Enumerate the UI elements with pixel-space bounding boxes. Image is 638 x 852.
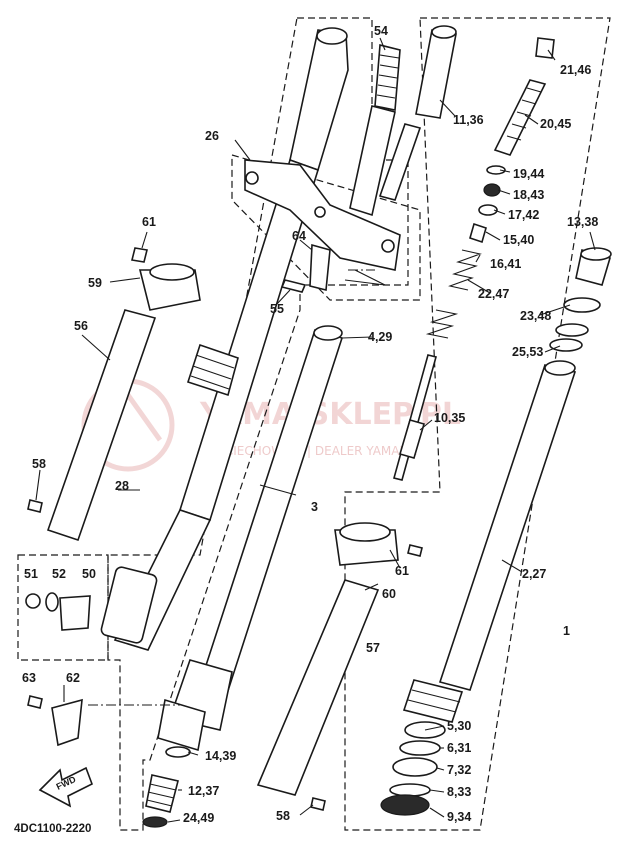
label-10-35: 10,35 [434, 411, 465, 425]
label-18-43: 18,43 [513, 188, 544, 202]
label-15-40: 15,40 [503, 233, 534, 247]
small-parts-stack [469, 165, 506, 244]
label-55: 55 [270, 302, 284, 316]
diagram-code: 4DC1100-2220 [14, 823, 91, 835]
rod-20-45 [493, 37, 555, 156]
label-62: 62 [66, 671, 80, 685]
label-61-top: 61 [142, 215, 156, 229]
left-small-parts [25, 592, 91, 631]
label-8-33: 8,33 [447, 785, 471, 799]
label-25-53: 25,53 [512, 345, 543, 359]
label-64: 64 [292, 229, 306, 243]
holder-60 [334, 522, 399, 566]
lower-parts [142, 746, 191, 828]
rod-11-36 [378, 25, 457, 201]
guard-56 [46, 309, 157, 542]
leader-lines [35, 37, 596, 823]
label-14-39: 14,39 [205, 749, 236, 763]
bracket-26 [244, 159, 401, 292]
label-11-36: 11,36 [453, 113, 484, 127]
rod-10-35 [393, 354, 437, 481]
label-9-34: 9,34 [447, 810, 471, 824]
label-58-bottom: 58 [276, 809, 290, 823]
label-60: 60 [382, 587, 396, 601]
label-7-32: 7,32 [447, 763, 471, 777]
label-16-41: 16,41 [490, 257, 521, 271]
label-22-47: 22,47 [478, 287, 509, 301]
bolts [27, 247, 423, 811]
tube-2-27 [402, 360, 577, 723]
cap-13-38 [549, 247, 612, 352]
label-26: 26 [205, 129, 219, 143]
outline-bracket-group [231, 154, 421, 301]
label-56: 56 [74, 319, 88, 333]
holder-59 [138, 263, 201, 311]
label-52: 52 [52, 567, 66, 581]
label-2-27: 2,27 [522, 567, 546, 581]
label-19-44: 19,44 [513, 167, 544, 181]
spring-16-41 [425, 249, 482, 339]
label-3: 3 [311, 500, 318, 514]
label-17-42: 17,42 [508, 208, 539, 222]
outline-upper-fork-group [107, 17, 409, 831]
guard-57 [256, 579, 380, 796]
label-20-45: 20,45 [540, 117, 571, 131]
fwd-arrow: FWD [38, 766, 94, 808]
label-4-29: 4,29 [368, 330, 392, 344]
label-51: 51 [24, 567, 38, 581]
label-50: 50 [82, 567, 96, 581]
label-57: 57 [366, 641, 380, 655]
seal-stack [380, 721, 446, 816]
label-61-mid: 61 [395, 564, 409, 578]
stem-54 [349, 43, 401, 217]
fork-inner-tube [157, 325, 344, 752]
label-6-31: 6,31 [447, 741, 471, 755]
label-24-49: 24,49 [183, 811, 214, 825]
label-54: 54 [374, 24, 388, 38]
label-12-37: 12,37 [188, 784, 219, 798]
label-5-30: 5,30 [447, 719, 471, 733]
label-23-48: 23,48 [520, 309, 551, 323]
label-28: 28 [115, 479, 129, 493]
label-1: 1 [563, 624, 570, 638]
label-59: 59 [88, 276, 102, 290]
outline-inner-fork-group [344, 17, 611, 831]
outline-left-guard-group [17, 554, 109, 661]
label-58-left: 58 [32, 457, 46, 471]
assembly-outlines [17, 17, 611, 831]
part-labels: 54 21,46 11,36 20,45 26 19,44 18,43 17,4… [14, 24, 598, 835]
outer-tube [100, 27, 349, 651]
label-13-38: 13,38 [567, 215, 598, 229]
bracket-62 [51, 698, 83, 747]
label-21-46: 21,46 [560, 63, 591, 77]
label-63: 63 [22, 671, 36, 685]
